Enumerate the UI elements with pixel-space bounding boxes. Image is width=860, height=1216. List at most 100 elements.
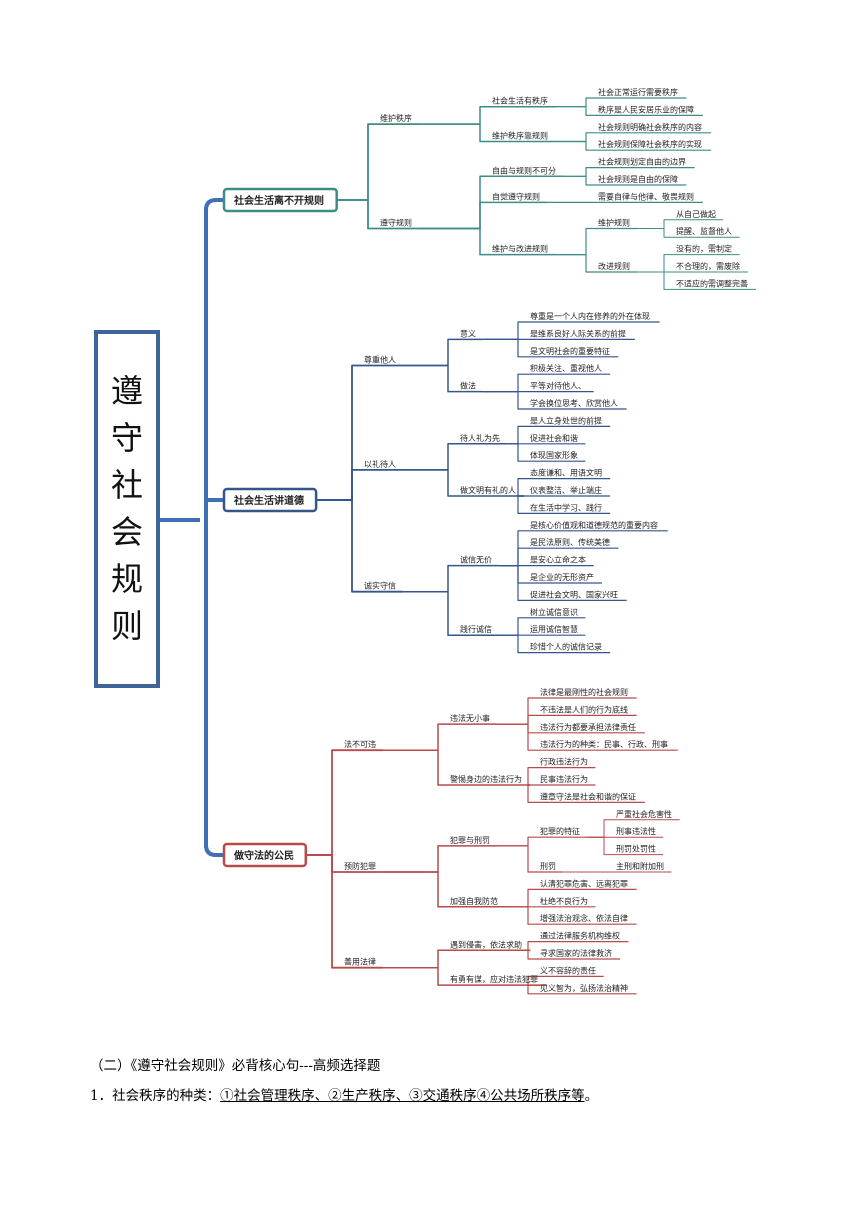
- mindmap-node-label: 社会规则明确社会秩序的内容: [598, 122, 702, 132]
- main-branch-label: 做守法的公民: [233, 849, 294, 862]
- mindmap-node-label: 社会规则是自由的保障: [598, 174, 678, 184]
- branch-connector: [336, 199, 376, 230]
- branch-connector: [507, 443, 526, 462]
- mindmap-node-label: 体现国家形象: [530, 450, 578, 460]
- main-branch-label: 社会生活离不开规则: [233, 194, 324, 207]
- mindmap-node-label: 在生活中学习、践行: [530, 502, 602, 512]
- mindmap-node-label: 促进社会和谐: [530, 433, 578, 443]
- mindmap-node-label: 平等对待他人、: [530, 381, 586, 391]
- mindmap-node-label: 诚信无价: [460, 555, 492, 565]
- sentence-prefix: 1．社会秩序的种类：: [90, 1088, 221, 1104]
- branch-connector: [555, 140, 594, 151]
- branch-connector: [402, 364, 456, 393]
- branch-connector: [563, 175, 594, 186]
- mindmap-node-label: 待人礼为先: [460, 433, 500, 443]
- branch-connector: [382, 966, 446, 986]
- branch-connector: [305, 854, 340, 969]
- mindmap-node-label: 仪表整洁、举止端庄: [530, 485, 602, 495]
- mindmap-node-label: 警惕身边的违法行为: [450, 774, 522, 784]
- branch-connector: [497, 697, 536, 725]
- branch-connector: [402, 469, 456, 497]
- mindmap-node-label: 预防犯罪: [344, 861, 376, 871]
- branch-connector: [305, 749, 340, 856]
- mindmap-node-label: 不违法是人们的行为底线: [540, 704, 628, 714]
- branch-connector: [497, 714, 536, 725]
- branch-connector: [498, 547, 526, 567]
- order-types-sentence: 1．社会秩序的种类：①社会管理秩序、②生产秩序、③交通秩序④公共场所秩序等。: [90, 1084, 830, 1104]
- section-heading: （二）《遵守社会规则》必背核心句---高频选择题: [90, 1058, 381, 1074]
- root-title-char: 社: [111, 466, 143, 504]
- branch-connector: [418, 201, 488, 230]
- mindmap-node-label: 自觉遵守规则: [492, 191, 540, 201]
- mindmap-node-label: 改进规则: [598, 261, 630, 271]
- branch-connector: [418, 227, 488, 256]
- mindmap-node-label: 寻求国家的法律救济: [540, 948, 612, 958]
- branch-connector: [527, 941, 536, 951]
- sentence-suffix: 。: [584, 1088, 599, 1104]
- branch-connector: [555, 97, 594, 108]
- branch-connector: [517, 495, 526, 514]
- branch-connector: [498, 565, 526, 601]
- mindmap-node-label: 遵章守法是社会和谐的保证: [540, 791, 636, 801]
- mindmap-node-label: 违法无小事: [450, 713, 490, 723]
- branch-connector: [555, 254, 594, 273]
- branch-connector: [497, 836, 536, 847]
- branch-connector: [636, 228, 672, 238]
- branch-connector: [382, 723, 446, 751]
- branch-connector: [402, 564, 456, 593]
- mind-map: 遵守社会规则社会生活离不开规则维护秩序社会生活有秩序社会正常运行需要秩序秩序是人…: [94, 87, 757, 995]
- mindmap-node-label: 不合理的，需废除: [676, 261, 740, 271]
- main-branch-label: 社会生活讲道德: [233, 494, 304, 507]
- branch-connector: [316, 499, 360, 593]
- root-title-box: [94, 330, 160, 688]
- mindmap-node-label: 提醒、监督他人: [676, 226, 732, 236]
- mindmap-node-label: 社会规则保障社会秩序的实现: [598, 139, 702, 149]
- mindmap-node-label: 运用诚信智慧: [530, 624, 578, 634]
- mindmap-node-label: 从自己做起: [676, 209, 716, 219]
- mindmap-node-label: 诚实守信: [364, 581, 396, 591]
- trunk-branch-link: [204, 844, 224, 857]
- mindmap-node-label: 杜绝不良行为: [540, 896, 588, 906]
- branch-connector: [402, 338, 456, 367]
- mindmap-node-label: 做法: [460, 381, 476, 391]
- mindmap-node-label: 尊重他人: [364, 355, 396, 365]
- branch-connector: [636, 254, 672, 273]
- mindmap-node-label: 树立诚信意识: [530, 607, 578, 617]
- branch-connector: [498, 565, 526, 584]
- mindmap-node-label: 做文明有礼的人: [460, 485, 516, 495]
- root-title-char: 则: [111, 607, 143, 645]
- root-title-char: 会: [111, 513, 143, 551]
- mindmap-node-label: 以礼待人: [364, 459, 396, 469]
- mindmap-node-label: 是人立身处世的前提: [530, 415, 602, 425]
- branch-connector: [497, 723, 536, 734]
- mindmap-node-label: 社会正常运行需要秩序: [598, 87, 678, 97]
- branch-connector: [482, 321, 526, 340]
- main-branch-box: [222, 487, 318, 513]
- mindmap-node-label: 认清犯罪危害、远离犯罪: [540, 878, 628, 888]
- branch-connector: [497, 723, 536, 751]
- mindmap-node-label: 维护规则: [598, 218, 630, 228]
- mindmap-node-label: 社会生活有秩序: [492, 96, 548, 106]
- branch-connector: [402, 590, 456, 636]
- branch-connector: [555, 106, 594, 116]
- branch-connector: [555, 227, 594, 256]
- branch-connector: [336, 123, 376, 201]
- mindmap-node-label: 维护秩序: [380, 113, 412, 123]
- branch-connector: [497, 845, 536, 873]
- mindmap-node-label: 意义: [460, 328, 476, 338]
- branch-connector: [505, 906, 536, 925]
- mindmap-node-label: 有勇有谋，应对违法犯罪: [450, 974, 538, 984]
- mindmap-node-label: 主刑和附加刑: [616, 861, 664, 871]
- mindmap-node-label: 违法行为的种类：民事、行政、刑事: [540, 739, 668, 749]
- branch-connector: [498, 634, 526, 654]
- mindmap-node-label: 犯罪的特征: [540, 826, 580, 836]
- mindmap-node-label: 严重社会危害性: [616, 809, 672, 819]
- mindmap-node-label: 刑罚: [540, 862, 556, 871]
- mindmap-node-label: 是安心立命之本: [530, 555, 586, 565]
- mindmap-node-label: 自由与规则不可分: [492, 165, 556, 175]
- mindmap-node-label: 刑事违法性: [616, 826, 656, 836]
- mindmap-node-label: 遵守规则: [380, 218, 412, 228]
- mindmap-node-label: 社会规则划定自由的边界: [598, 157, 686, 167]
- main-branch-box: [222, 842, 308, 868]
- mindmap-node-label: 增强法治观念、依法自律: [540, 913, 628, 923]
